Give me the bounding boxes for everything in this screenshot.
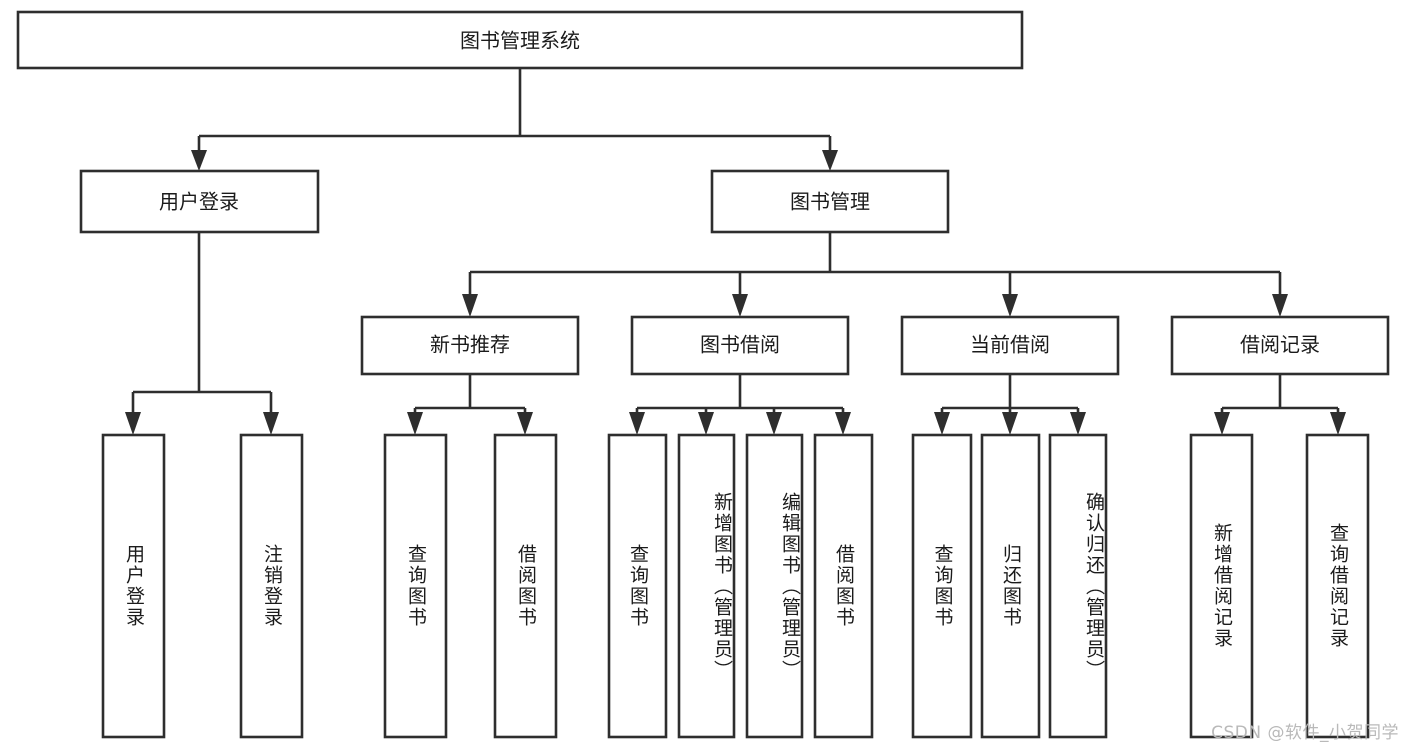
arrow-current-leaf-1 [934,412,950,435]
arrow-borrow-leaf-1 [629,412,645,435]
label-user-login: 用户登录 [159,190,239,214]
node-leaf-query-books-borrow[interactable] [607,433,668,739]
node-leaf-query-books-current[interactable] [911,433,973,739]
arrow-bookmgmt-to-current [1002,294,1018,317]
arrow-borrow-leaf-3 [766,412,782,435]
node-leaf-add-book-admin[interactable] [677,433,736,739]
node-borrowing-record[interactable] [1170,315,1390,376]
arrow-bookmgmt-to-borrow [732,294,748,317]
node-user-login[interactable] [79,169,320,234]
node-leaf-confirm-return-admin[interactable] [1048,433,1108,739]
arrow-borrow-leaf-2 [698,412,714,435]
arrow-root-to-user-login [191,150,207,171]
node-leaf-return-book[interactable] [980,433,1041,739]
node-leaf-query-borrow-record[interactable] [1305,433,1370,739]
label-root: 图书管理系统 [460,29,580,53]
arrow-record-leaf-1 [1214,412,1230,435]
node-leaf-edit-book-admin[interactable] [745,433,804,739]
label-book-management: 图书管理 [790,190,870,214]
node-layer [16,10,1390,739]
label-borrowing-record: 借阅记录 [1240,333,1320,357]
arrow-current-leaf-2 [1002,412,1018,435]
label-book-borrowing: 图书借阅 [700,333,780,357]
arrow-record-leaf-2 [1330,412,1346,435]
arrow-newbook-leaf-2 [517,412,533,435]
connector-layer [125,68,1346,435]
label-current-borrowing: 当前借阅 [970,333,1050,357]
node-root-book-management-system[interactable] [16,10,1024,70]
arrow-bookmgmt-to-record [1272,294,1288,317]
arrow-userlogin-leaf-2 [263,412,279,435]
node-leaf-logout[interactable] [239,433,304,739]
node-leaf-query-books-newbook[interactable] [383,433,448,739]
arrow-userlogin-leaf-1 [125,412,141,435]
node-book-management[interactable] [710,169,950,234]
arrow-bookmgmt-to-new-book [462,294,478,317]
arrow-current-leaf-3 [1070,412,1086,435]
arrow-newbook-leaf-1 [407,412,423,435]
node-leaf-user-login[interactable] [101,433,166,739]
node-leaf-borrow-book[interactable] [813,433,874,739]
node-book-borrowing[interactable] [630,315,850,376]
watermark-text: CSDN @软件_小贺同学 [1211,723,1399,743]
node-current-borrowing[interactable] [900,315,1120,376]
node-leaf-borrow-books-newbook[interactable] [493,433,558,739]
node-leaf-add-borrow-record[interactable] [1189,433,1254,739]
node-new-book-recommendation[interactable] [360,315,580,376]
node-label-layer: 图书管理系统 用户登录 图书管理 新书推荐 图书借阅 当前借阅 借阅记录 [159,29,1320,357]
arrow-root-to-book-mgmt [822,150,838,171]
label-new-book-recommendation: 新书推荐 [430,333,510,357]
arrow-borrow-leaf-4 [835,412,851,435]
